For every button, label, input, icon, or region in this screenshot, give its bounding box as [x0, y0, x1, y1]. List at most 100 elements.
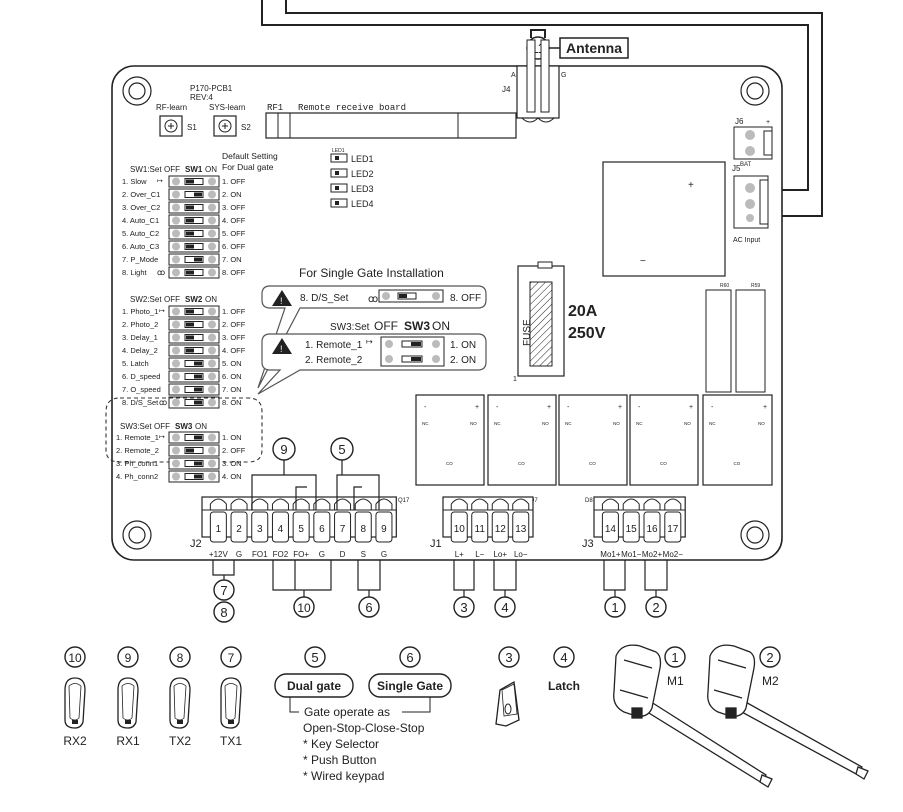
svg-text:8: 8: [177, 651, 184, 665]
single-gate-callout: For Single Gate Installation ! 8. D/S_Se…: [257, 266, 487, 395]
infinity-symbol: ꝏ: [157, 268, 165, 277]
dip-lever: [186, 270, 194, 275]
dip-lever: [186, 309, 194, 314]
dip-switch-row[interactable]: 3. Ph_conn1 3. ON: [116, 457, 242, 470]
dip-label: 3. Ph_conn1: [116, 459, 158, 468]
dip-label: 7. P_Mode: [122, 255, 158, 264]
dip-lever: [186, 322, 194, 327]
sw1-header: Default Setting For Dual gate SW1:Set OF…: [130, 151, 278, 174]
terminal-screw[interactable]: 5FO+: [292, 498, 310, 559]
dip-value: 3. OFF: [222, 333, 246, 342]
terminal-label: S: [361, 550, 366, 559]
svg-text:Open-Stop-Close-Stop: Open-Stop-Close-Stop: [303, 721, 425, 735]
j6-battery-connector: J6 + BAT: [733, 117, 773, 168]
svg-text:−: −: [640, 256, 646, 267]
legend-gate-mode: 5 Dual gate 6 Single Gate Gate operate a…: [274, 646, 452, 783]
terminal-screw[interactable]: 7D: [334, 498, 352, 559]
dip-value: 4. OFF: [222, 346, 246, 355]
svg-text:SW2: SW2: [185, 295, 203, 304]
terminal-label: Lo+: [493, 550, 507, 559]
svg-text:5: 5: [311, 650, 318, 665]
svg-text:* Push Button: * Push Button: [303, 753, 376, 767]
svg-text:SW1:Set: SW1:Set: [130, 165, 162, 174]
svg-text:SW3:Set: SW3:Set: [330, 322, 370, 333]
svg-text:CO: CO: [589, 461, 596, 466]
callout-1: 1: [604, 596, 626, 618]
dip-lever: [194, 361, 202, 366]
svg-text:+: +: [763, 404, 767, 411]
svg-text:6: 6: [406, 650, 413, 665]
dip-label: 1. Remote_1: [116, 433, 159, 442]
terminal-screw[interactable]: 8S: [354, 498, 372, 559]
terminal-screw[interactable]: 11L−: [471, 498, 489, 559]
svg-text:J4: J4: [502, 85, 511, 94]
dip-lever: [194, 474, 202, 479]
svg-text:10: 10: [297, 601, 311, 615]
svg-text:8: 8: [220, 605, 227, 620]
dip-switch-row[interactable]: 7. P_Mode 7. ON: [122, 253, 242, 266]
rf-learn-button[interactable]: RF-learn S1: [156, 103, 197, 137]
terminal-screw[interactable]: 6G: [313, 498, 331, 559]
svg-text:1. Remote_1: 1. Remote_1: [305, 340, 363, 351]
dip-value: 4. ON: [222, 472, 242, 481]
callout-7: 7: [213, 579, 235, 601]
svg-text:2: 2: [652, 600, 659, 615]
terminal-number: 6: [319, 524, 325, 535]
svg-text:1: 1: [671, 650, 678, 665]
terminal-label: D: [340, 550, 346, 559]
svg-text:-: -: [496, 404, 499, 411]
single-gate-title: For Single Gate Installation: [299, 266, 444, 280]
svg-text:J5: J5: [732, 164, 741, 173]
sys-learn-button[interactable]: SYS-learn S2: [209, 103, 251, 137]
terminal-screw[interactable]: 2G: [230, 498, 248, 559]
dip-label: 1. Slow: [122, 177, 147, 186]
svg-text:4: 4: [501, 600, 508, 615]
dip-value: 7. ON: [222, 255, 242, 264]
dip-value: 3. ON: [222, 459, 242, 468]
terminal-number: 4: [278, 524, 284, 535]
terminal-number: 16: [646, 524, 658, 535]
antenna-wires: [261, 0, 823, 217]
terminal-screw[interactable]: 1+12V: [209, 498, 229, 559]
terminal-screw[interactable]: 9G: [375, 498, 393, 559]
terminal-screw[interactable]: 10L+: [450, 498, 468, 559]
svg-text:-: -: [711, 404, 714, 411]
svg-text:!: !: [280, 296, 283, 306]
dip-lever: [194, 374, 202, 379]
svg-text:5: 5: [338, 442, 345, 457]
